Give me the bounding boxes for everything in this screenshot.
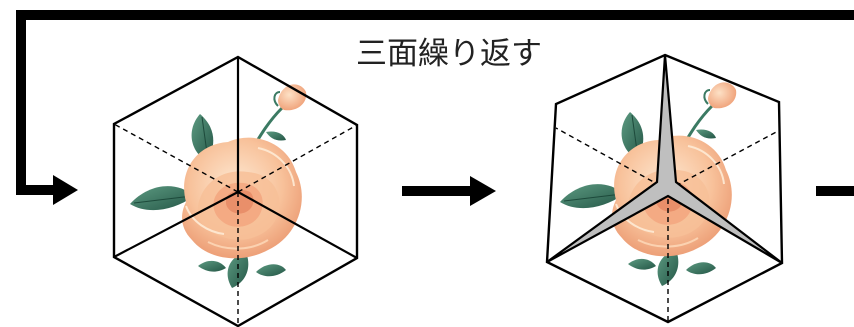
loop-arrow-line (16, 10, 854, 195)
loop-arrow-head (53, 175, 78, 205)
left-cube (112, 55, 359, 327)
left-cube-rose-image (128, 82, 308, 290)
right-cube (545, 53, 784, 324)
repeat-label: 三面繰り返す (356, 36, 542, 72)
left-cube-outline (112, 55, 359, 327)
right-cube-outline (545, 53, 784, 324)
right-cube-rose-image (558, 80, 738, 288)
fold-crease-shape (546, 54, 783, 264)
middle-arrow-head (470, 176, 496, 206)
